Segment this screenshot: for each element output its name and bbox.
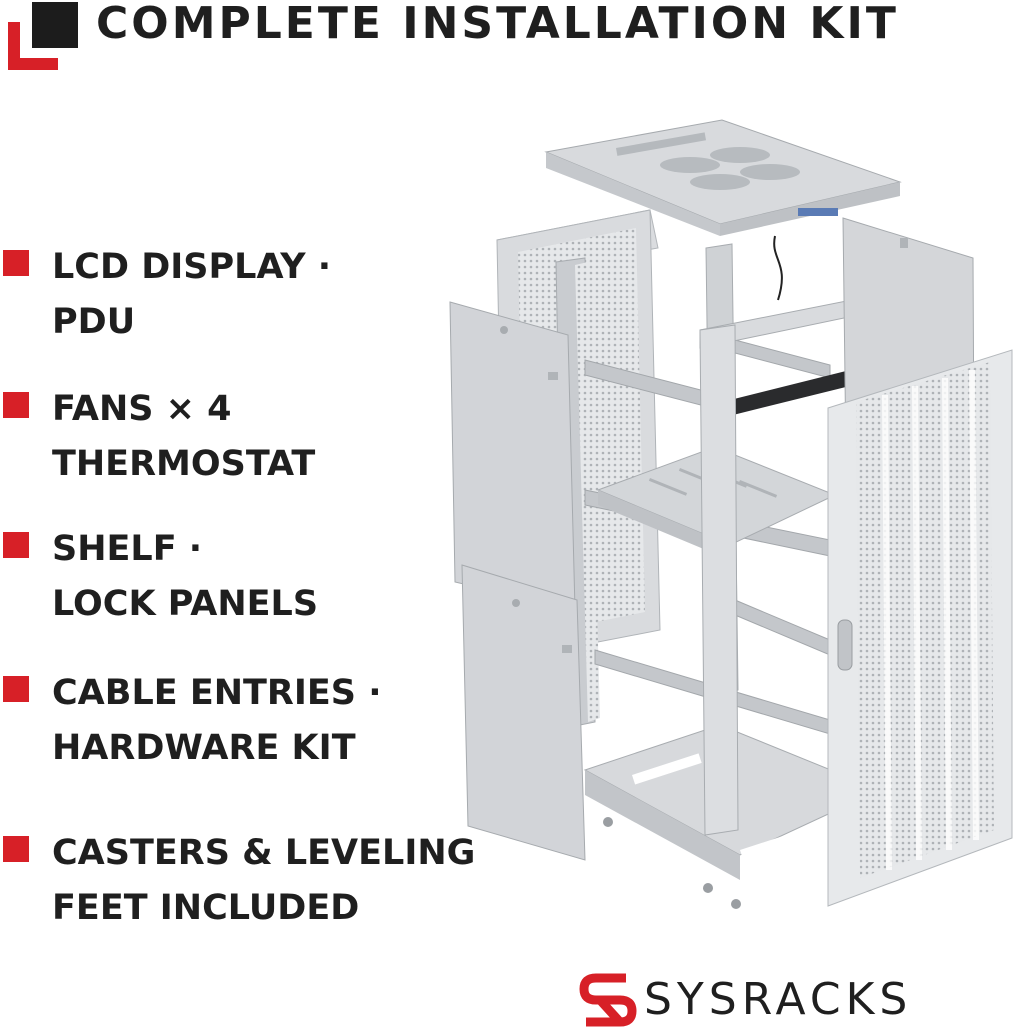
red-square-bullet-icon [3,250,29,276]
feature-line: LCD DISPLAY · [52,247,332,287]
red-square-bullet-icon [3,532,29,558]
feature-line: HARDWARE KIT [52,728,356,768]
page-title: COMPLETE INSTALLATION KIT [96,0,899,49]
brand-name: SYSRACKS [644,974,913,1025]
feature-item-cable-hardware: CABLE ENTRIES · HARDWARE KIT [0,666,520,776]
feature-item-shelf-lock: SHELF · LOCK PANELS [0,522,520,632]
red-square-bullet-icon [3,676,29,702]
feature-item-casters-feet: CASTERS & LEVELING FEET INCLUDED [0,826,520,936]
feature-line: LOCK PANELS [52,584,319,624]
feature-item-lcd-pdu: LCD DISPLAY · PDU [0,240,520,350]
feature-line: THERMOSTAT [52,444,316,484]
feature-line: SHELF · [52,529,203,569]
server-rack-exploded-illustration [449,119,1013,909]
feature-line: PDU [52,302,136,342]
feature-item-fans-thermostat: FANS × 4 THERMOSTAT [0,382,520,492]
feature-line: FEET INCLUDED [52,888,360,928]
red-square-bullet-icon [3,392,29,418]
brand-logo: SYSRACKS [578,968,1018,1030]
feature-line: FANS × 4 [52,389,232,429]
feature-line: CASTERS & LEVELING [52,833,476,873]
title-corner-mark [8,2,78,70]
sysracks-logo-icon [579,973,637,1027]
feature-line: CABLE ENTRIES · [52,673,382,713]
red-square-bullet-icon [3,836,29,862]
